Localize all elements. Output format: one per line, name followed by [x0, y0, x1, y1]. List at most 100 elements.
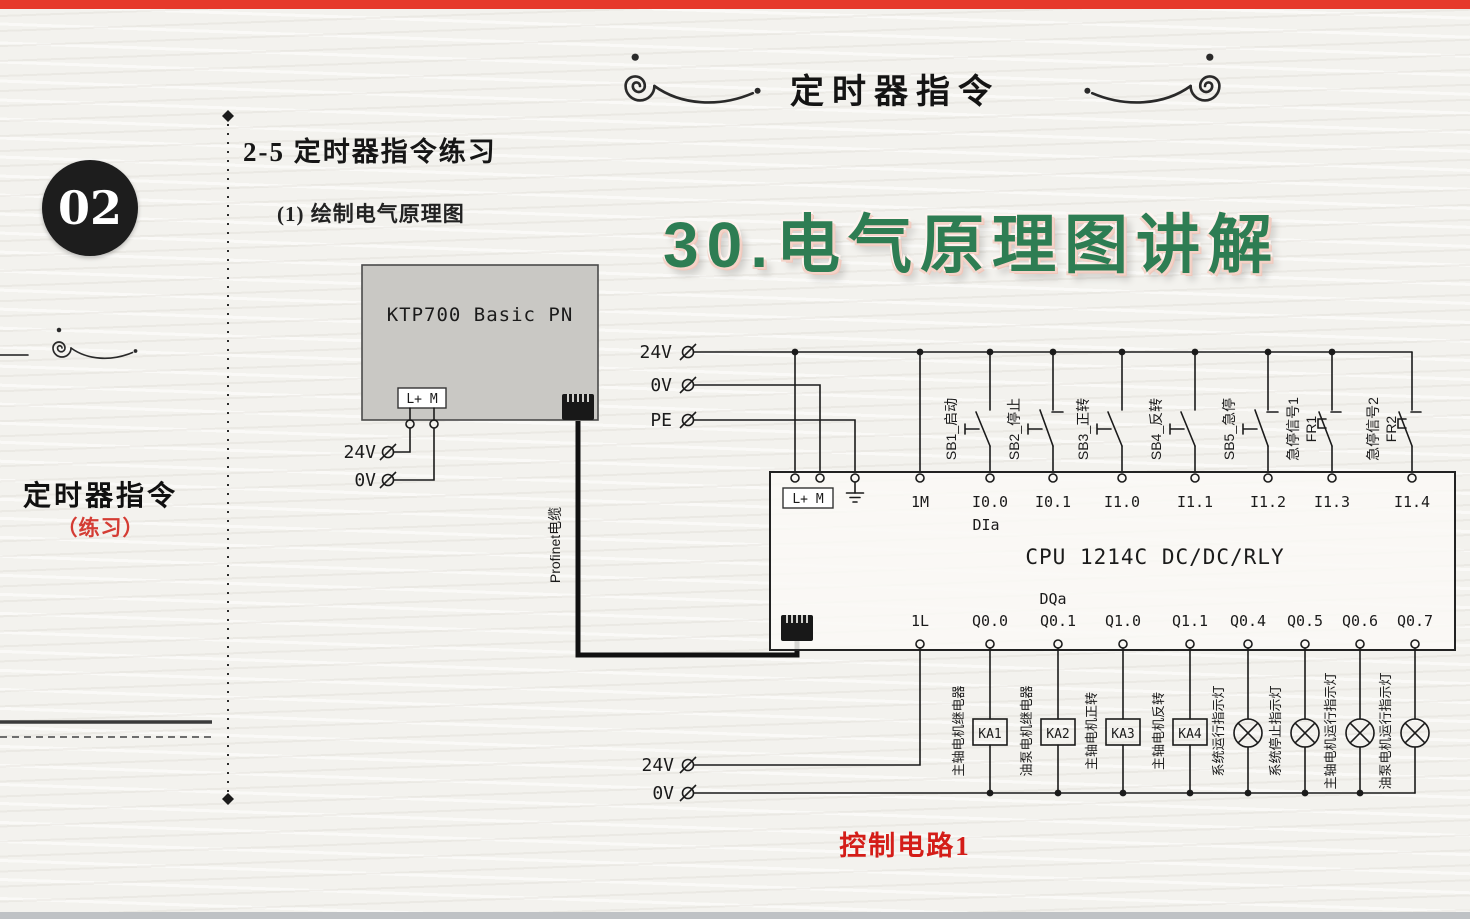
hmi-terminal-box [397, 387, 447, 409]
input-switch-label: SB3_正转 [1075, 398, 1091, 460]
input-switch-label: SB4_反转 [1148, 398, 1164, 460]
plc-model-label: CPU 1214C DC/DC/RLY [1025, 545, 1284, 569]
hmi-terminal-m [429, 419, 439, 429]
input-switch-fr2 [1397, 351, 1422, 475]
output-device-label: 系统停止指示灯 [1268, 685, 1283, 776]
output-device-label: 系统运行指示灯 [1211, 685, 1226, 776]
input-switch-fr1 [1317, 351, 1342, 475]
supply-pe-label: PE [650, 410, 672, 431]
header-ornament-left [624, 52, 762, 104]
sidebar-subtitle: （练习） [56, 517, 145, 540]
input-switch-sb3 [1096, 351, 1123, 475]
hmi-terminal-lplus [405, 419, 415, 429]
relay-coil-label: KA3 [1111, 727, 1134, 742]
output-terminal-label: Q0.6 [1342, 612, 1378, 630]
hmi-panel: KTP700 Basic PN L+ M 24V 0V [343, 264, 599, 491]
timeline-top-diamond [222, 110, 234, 122]
relay-coil-ka1 [972, 718, 1008, 746]
plc-ethernet-port-icon [780, 614, 814, 642]
output-terminal-label: Q0.4 [1230, 612, 1266, 630]
input-switch-label: 急停信号1 [1285, 397, 1301, 461]
input-switch-sb5 [1242, 351, 1279, 475]
input-switch-label: SB5_急停 [1221, 398, 1237, 460]
ground-symbol [845, 481, 865, 503]
sub-heading: (1) 绘制电气原理图 [277, 202, 465, 226]
hmi-model-label: KTP700 Basic PN [387, 304, 574, 326]
plc-box: L+ M 1M I0.0 I0.1 I1.0 I1.1 I1.2 I1.3 I1… [769, 471, 1456, 651]
input-terminal-label: I1.2 [1250, 493, 1286, 511]
input-switch-sublabel: FR2 [1383, 416, 1399, 443]
di-group-label: DIa [972, 516, 999, 534]
output-common-label: 1L [911, 612, 929, 630]
relay-coil-ka2 [1040, 718, 1076, 746]
plc-body [769, 471, 1456, 651]
bottom-supply-lines: 24V 0V [641, 647, 1416, 804]
dq-group-label: DQa [1039, 590, 1066, 608]
input-switch-label: SB2_停止 [1006, 398, 1022, 460]
diagram-caption: 控制电路1 [839, 831, 971, 861]
input-switch-label: 急停信号2 [1365, 397, 1381, 461]
input-terminal-label: I1.3 [1314, 493, 1350, 511]
supply-bottom-0v-label: 0V [652, 783, 674, 804]
relay-coil-label: KA1 [978, 727, 1001, 742]
supply-0v-label: 0V [650, 375, 672, 396]
hmi-supply-0v-label: 0V [354, 470, 376, 491]
relay-coil-label: KA2 [1046, 727, 1069, 742]
input-terminal-label: I1.0 [1104, 493, 1140, 511]
input-terminal-label: I0.1 [1035, 493, 1071, 511]
input-switch-sb2 [1027, 351, 1064, 475]
wire-24v-to-1l [693, 647, 921, 766]
output-device-label: 油泵电机继电器 [1019, 685, 1034, 776]
output-terminal-label: Q1.1 [1172, 612, 1208, 630]
hmi-supply-24v-label: 24V [343, 442, 376, 463]
sidebar-title: 定时器指令 [22, 480, 178, 511]
relay-coil-label: KA4 [1178, 727, 1202, 742]
indicator-lamp [1290, 718, 1320, 748]
output-device-label: 主轴电机运行指示灯 [1323, 672, 1338, 789]
plc-power-terminal-box [782, 487, 834, 509]
output-device-label: 主轴电机正转 [1084, 692, 1099, 770]
input-terminal-label: I1.1 [1177, 493, 1213, 511]
wire-pe-to-ground [693, 419, 856, 475]
relay-coil-ka3 [1105, 718, 1141, 746]
hmi-ethernet-port-icon [561, 393, 595, 421]
input-switch-sb1 [964, 351, 991, 475]
output-device-label: 油泵电机运行指示灯 [1378, 672, 1393, 789]
chapter-badge: 02 [42, 160, 138, 256]
output-columns: KA1 主轴电机继电器 KA2 油泵电机继电器 KA3 主轴电机正转 KA4 主… [951, 647, 1430, 797]
output-device-label: 主轴电机继电器 [951, 685, 966, 776]
timeline-bottom-diamond [222, 793, 234, 805]
output-device-label: 主轴电机反转 [1151, 692, 1166, 770]
indicator-lamp [1233, 718, 1263, 748]
hmi-terminal-label: L+ M [406, 392, 437, 407]
indicator-lamp [1400, 718, 1430, 748]
input-switch-label: SB1_启动 [943, 398, 959, 460]
input-common-label: 1M [911, 493, 929, 511]
input-columns: SB1_启动 SB2_停止 SB3_正转 SB4_反转 SB5_急停 急停信号1… [943, 348, 1422, 475]
indicator-lamp [1345, 718, 1375, 748]
header-ornament-right [1083, 52, 1221, 104]
wire-0v-to-m [693, 384, 821, 475]
output-terminal-label: Q1.0 [1105, 612, 1141, 630]
output-terminal-label: Q0.5 [1287, 612, 1323, 630]
output-terminal-label: Q0.7 [1397, 612, 1433, 630]
input-terminal-label: I0.0 [972, 493, 1008, 511]
profinet-cable-label: Profinet电缆 [547, 507, 563, 583]
output-terminal-label: Q0.0 [972, 612, 1008, 630]
sidebar-ornament [52, 326, 139, 360]
supply-bottom-24v-label: 24V [641, 755, 674, 776]
output-terminal-label: Q0.1 [1040, 612, 1076, 630]
page-title: 定时器指令 [790, 74, 1000, 111]
top-accent-bar [0, 0, 1470, 9]
input-switch-sublabel: FR1 [1303, 416, 1319, 443]
relay-coil-ka4 [1172, 718, 1208, 746]
input-terminal-label: I1.4 [1394, 493, 1430, 511]
profinet-cable [575, 421, 800, 658]
bottom-accent-bar [0, 912, 1470, 919]
section-heading: 2-5 定时器指令练习 [243, 137, 497, 167]
timeline-dotted-line [222, 110, 234, 805]
main-title: 30.电气原理图讲解 [663, 209, 1280, 281]
plc-power-terminal-label: L+ M [792, 492, 823, 507]
supply-24v-label: 24V [639, 342, 672, 363]
